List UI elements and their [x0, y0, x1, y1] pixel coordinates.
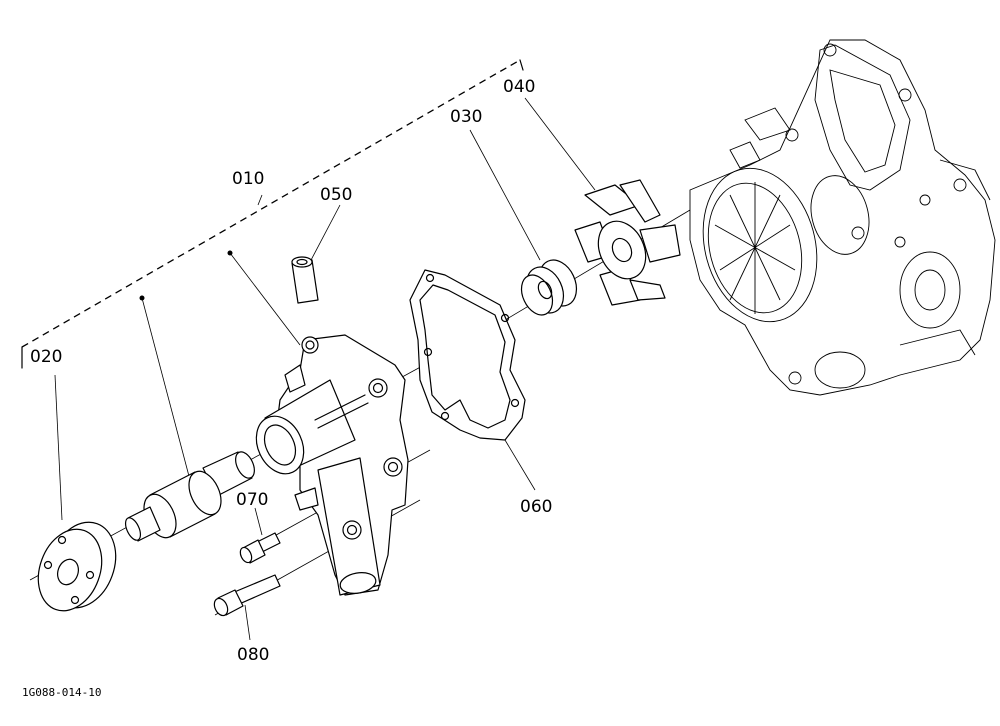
bolt-short [239, 532, 281, 564]
callout-080: 080 [237, 645, 269, 665]
callout-070: 070 [236, 490, 268, 510]
dowel-pin [291, 256, 319, 304]
callout-050: 050 [320, 185, 352, 205]
figure-id: 1G088-014-10 [22, 686, 101, 699]
pump-shaft-bearing [124, 451, 255, 542]
pulley-flange [37, 521, 117, 612]
callout-020: 020 [30, 347, 62, 367]
bolt-long [213, 574, 281, 617]
pump-body [255, 334, 409, 596]
impeller [574, 179, 681, 306]
callout-040: 040 [503, 77, 535, 97]
assembly-bracket [21, 59, 524, 369]
leader-lines [54, 97, 596, 641]
callout-labels: 010 020 030 040 050 060 070 080 [30, 77, 552, 665]
mechanical-seal [520, 259, 578, 316]
callout-060: 060 [520, 497, 552, 517]
engine-gear-case [689, 39, 996, 396]
callout-010: 010 [232, 169, 264, 189]
callout-030: 030 [450, 107, 482, 127]
gasket [409, 269, 526, 441]
